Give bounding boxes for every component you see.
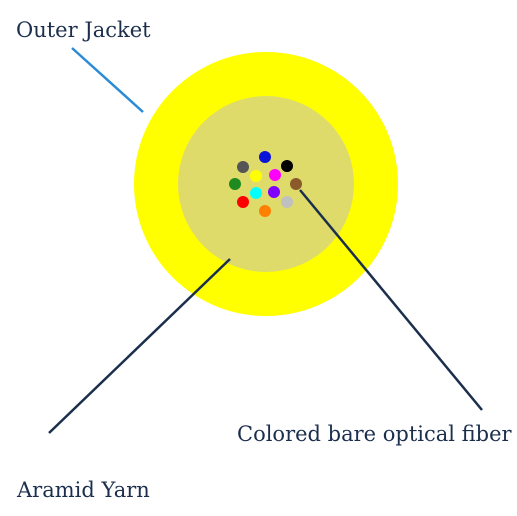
colored-fiber-label: Colored bare optical fiber xyxy=(237,422,512,446)
fiber-brown xyxy=(290,178,302,190)
aramid-yarn-leader-line xyxy=(48,258,231,434)
fiber-red xyxy=(237,196,249,208)
fiber-magenta xyxy=(269,169,281,181)
fiber-bundle xyxy=(229,151,302,217)
fiber-green xyxy=(229,178,241,190)
colored-fiber-leader-line xyxy=(299,189,483,411)
fiber-gray xyxy=(237,161,249,173)
fiber-yellow xyxy=(250,170,262,182)
aramid-yarn-layer xyxy=(178,96,354,272)
fiber-cyan xyxy=(250,187,262,199)
outer-jacket-label: Outer Jacket xyxy=(16,18,151,42)
aramid-yarn-label: Aramid Yarn xyxy=(17,478,150,502)
outer-jacket-leader-line xyxy=(71,47,144,113)
fiber-violet xyxy=(268,186,280,198)
fiber-silver xyxy=(281,196,293,208)
fiber-blue xyxy=(259,151,271,163)
fiber-orange xyxy=(259,205,271,217)
fiber-black xyxy=(281,160,293,172)
